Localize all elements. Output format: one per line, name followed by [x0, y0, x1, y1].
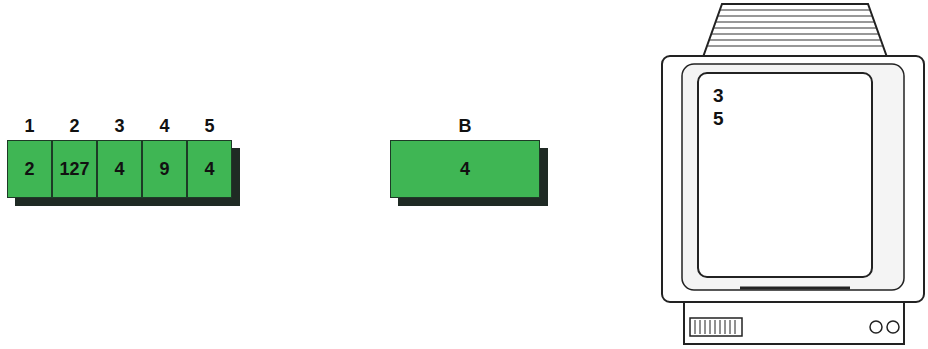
cell-value: 9 — [159, 159, 169, 180]
value-box: 2 — [7, 140, 52, 198]
array-cell: 49 — [142, 116, 187, 200]
monitor-bezel — [662, 56, 924, 302]
screen-lip — [740, 287, 850, 290]
index-label: 5 — [187, 116, 232, 136]
knob — [887, 321, 899, 333]
variable-name: B — [390, 116, 540, 136]
cell-value: 4 — [460, 159, 470, 180]
value-box: 4 — [390, 140, 540, 198]
array-cell: 34 — [97, 116, 142, 200]
monitor-base — [684, 302, 904, 344]
cell-value: 4 — [204, 159, 214, 180]
value-box: 4 — [97, 140, 142, 198]
screen-output: 5 — [713, 107, 857, 130]
monitor-screen: 35 — [697, 72, 873, 278]
array-cell: 2 127 — [52, 116, 97, 200]
value-box: 127 — [52, 140, 97, 198]
value-box: 9 — [142, 140, 187, 198]
vent-slots — [695, 320, 735, 334]
index-label: 1 — [7, 116, 52, 136]
value-box: 4 — [187, 140, 232, 198]
vent-grille — [690, 318, 742, 336]
index-label: 4 — [142, 116, 187, 136]
cell-value: 2 — [24, 159, 34, 180]
variable-box: B4 — [390, 116, 540, 200]
hood-stripes — [708, 10, 882, 46]
index-label: 3 — [97, 116, 142, 136]
index-label: 2 — [52, 116, 97, 136]
knob — [870, 321, 882, 333]
monitor-hood — [702, 4, 888, 60]
screen-frame — [682, 64, 904, 290]
screen-output: 3 — [713, 84, 857, 107]
cell-value: 4 — [114, 159, 124, 180]
array-cell: 54 — [187, 116, 232, 200]
cell-value: 127 — [59, 159, 89, 180]
array-cell: 12 — [7, 116, 52, 200]
